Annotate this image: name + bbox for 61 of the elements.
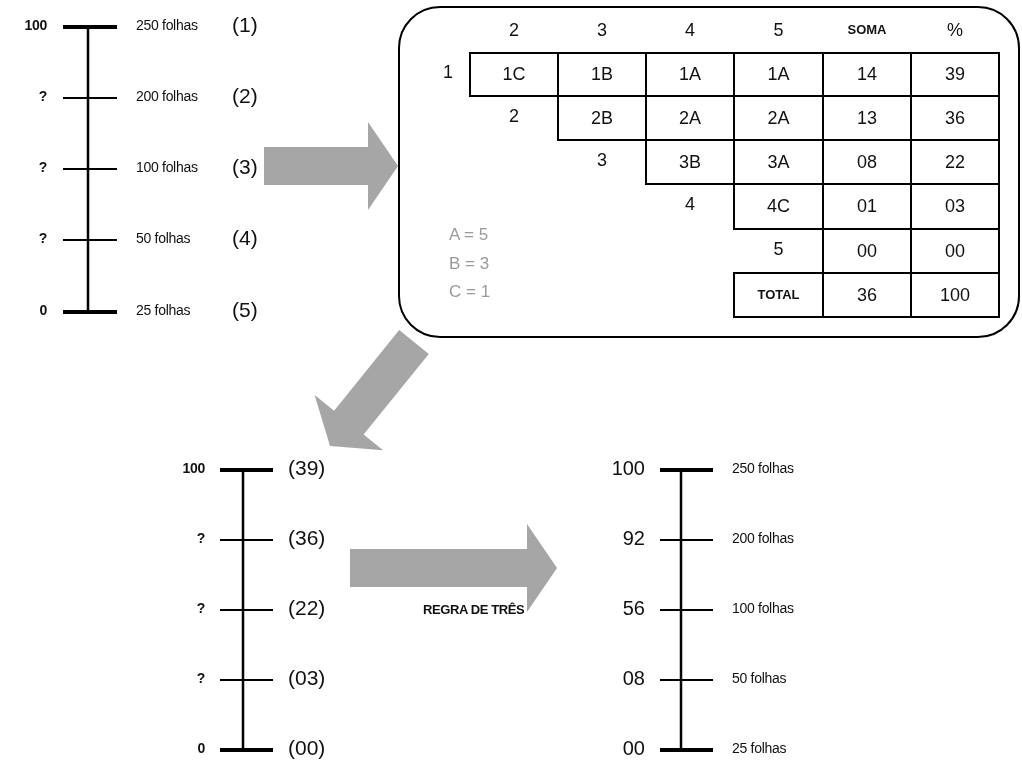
weight-note: A = 5 xyxy=(449,224,489,246)
scale-value: 92 xyxy=(621,526,645,550)
column-header: 4 xyxy=(684,19,696,42)
column-header: 3 xyxy=(596,19,608,42)
row-label: 3 xyxy=(596,149,608,172)
table-cell: 100 xyxy=(910,272,1000,318)
table-cell: 4C xyxy=(733,183,824,230)
percent-label: (36) xyxy=(288,526,326,550)
scale-value: 08 xyxy=(621,666,645,690)
block-arrow xyxy=(314,330,429,451)
sheet-count-label: 50 folhas xyxy=(136,229,191,248)
row-label: 2 xyxy=(508,105,520,128)
row-label: 5 xyxy=(772,238,785,261)
column-header: % xyxy=(946,19,964,42)
table-cell: 39 xyxy=(910,52,1000,97)
sheet-count-label: 50 folhas xyxy=(732,669,787,688)
scale-value: ? xyxy=(195,669,205,688)
column-header: 5 xyxy=(772,19,785,42)
sheet-count-label: 100 folhas xyxy=(136,158,198,177)
percent-label: (00) xyxy=(288,736,326,760)
scale-value: 56 xyxy=(621,596,645,620)
sheet-count-label: 250 folhas xyxy=(136,16,198,35)
weight-note: B = 3 xyxy=(449,252,490,275)
row-label: 1 xyxy=(442,61,454,84)
table-cell: 1C xyxy=(469,52,559,97)
weight-note: C = 1 xyxy=(449,281,491,303)
percent-label: (22) xyxy=(288,596,326,620)
row-label: 4 xyxy=(684,193,696,216)
table-cell: 2B xyxy=(557,95,647,141)
column-header: SOMA xyxy=(846,21,888,39)
table-row-header: TOTAL xyxy=(733,272,824,318)
scale-value: 0 xyxy=(196,739,205,758)
column-header: 2 xyxy=(508,19,520,42)
percent-label: (03) xyxy=(288,666,326,690)
sheet-count-label: 200 folhas xyxy=(136,87,198,106)
edge-label: REGRA DE TRÊS xyxy=(422,602,526,617)
rank-label: (3) xyxy=(232,155,258,179)
scale-value: 100 xyxy=(610,456,645,480)
rank-label: (1) xyxy=(232,13,258,37)
block-arrow xyxy=(264,122,398,210)
scale-value: ? xyxy=(37,229,47,248)
rank-label: (2) xyxy=(232,84,258,108)
scale-value: 100 xyxy=(181,459,205,478)
sheet-count-label: 200 folhas xyxy=(732,529,794,548)
scale-value: ? xyxy=(37,158,47,177)
scale-value: 100 xyxy=(23,16,47,35)
rank-label: (5) xyxy=(232,298,258,322)
sheet-count-label: 25 folhas xyxy=(136,301,191,320)
block-arrow xyxy=(350,524,557,612)
sheet-count-label: 100 folhas xyxy=(732,599,794,618)
scale-value: ? xyxy=(37,87,47,106)
rank-label: (4) xyxy=(232,226,258,250)
table-panel xyxy=(398,6,1020,338)
scale-value: ? xyxy=(195,529,205,548)
table-cell: 3B xyxy=(645,139,735,185)
percent-label: (39) xyxy=(288,456,326,480)
sheet-count-label: 250 folhas xyxy=(732,459,794,478)
scale-value: 0 xyxy=(38,301,47,320)
sheet-count-label: 25 folhas xyxy=(732,739,787,758)
scale-value: ? xyxy=(195,599,205,618)
scale-value: 00 xyxy=(621,736,645,760)
